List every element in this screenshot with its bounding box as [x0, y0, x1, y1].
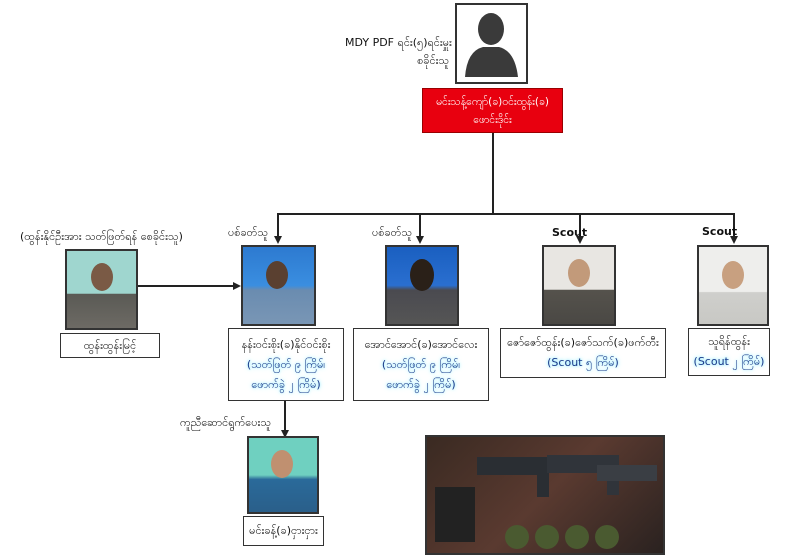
member-photo [241, 245, 316, 326]
seized-weapons-photo [425, 435, 665, 555]
connector-helper [284, 401, 286, 433]
member-name-box: သူရိန်ထွန်း (Scout ၂ ကြိမ်) [688, 328, 770, 376]
member-note: (Scout ၅ ကြိမ်) [547, 356, 619, 369]
connector-drop [277, 213, 279, 238]
role-label: ပစ်ခတ်သူ [372, 226, 412, 239]
connector-horizontal [277, 213, 735, 215]
arrow-down-icon [281, 430, 289, 438]
member-note: (သတ်ဖြတ် ၉ ကြိမ်၊ [381, 357, 461, 371]
connector-vertical [492, 133, 494, 214]
connector-drop [579, 213, 581, 238]
connector-drop [419, 213, 421, 238]
instigator-photo [65, 249, 138, 330]
role-label: ပစ်ခတ်သူ [228, 226, 268, 239]
member-note: ဖောက်ခွဲ ၂ ကြိမ်) [251, 377, 321, 391]
member-photo [542, 245, 616, 326]
instigator-name: ထွန်းထွန်းမြင့် [83, 338, 137, 352]
member-photo [385, 245, 459, 326]
arrow-down-icon [576, 236, 584, 244]
arrow-right-icon [233, 282, 241, 290]
member-note: ဖောက်ခွဲ ၂ ကြိမ်) [386, 377, 456, 391]
leader-name-box: မင်းသန့်ကျော်(ခ)ဝင်းထွန်း(ခ) ဖောင်းဒိုင်… [422, 88, 563, 133]
arrow-down-icon [416, 236, 424, 244]
member-name: သူရိန်ထွန်း [708, 335, 750, 348]
member-name: ဇော်ဇော်ထွန်း(ခ)ဇော်သက်(ခ)ဖက်တီး [507, 336, 659, 349]
helper-name: မင်းခန့်(ခ)ငှားငှား [249, 524, 318, 537]
leader-name-line2: ဖောင်းဒိုင်း [473, 113, 512, 126]
leader-silhouette-photo [455, 3, 528, 84]
arrow-down-icon [274, 236, 282, 244]
helper-photo [247, 436, 319, 514]
leader-caption: MDY PDF ရင်း(၅)ရင်းမှူး စခိုင်းသူ [345, 34, 452, 70]
member-name-box: အောင်အောင်(ခ)အောင်လေး (သတ်ဖြတ် ၉ ကြိမ်၊ … [353, 328, 489, 401]
helper-name-box: မင်းခန့်(ခ)ငှားငှား [243, 516, 324, 546]
arrow-down-icon [730, 236, 738, 244]
member-note: (Scout ၂ ကြိမ်) [693, 355, 765, 368]
member-note: (သတ်ဖြတ် ၉ ကြိမ်၊ [246, 357, 326, 371]
leader-name-line1: မင်းသန့်ကျော်(ခ)ဝင်းထွန်း(ခ) [436, 95, 549, 108]
member-name-box: နန်းဝင်းစိုး(ခ)နိုင်ဝင်းစိုး (သတ်ဖြတ် ၉ … [228, 328, 344, 401]
member-photo [697, 245, 769, 326]
connector-drop [733, 213, 735, 238]
member-name: အောင်အောင်(ခ)အောင်လေး [364, 337, 478, 351]
member-name-box: ဇော်ဇော်ထွန်း(ခ)ဇော်သက်(ခ)ဖက်တီး (Scout … [500, 328, 666, 378]
role-label: Scout [702, 225, 738, 238]
leader-caption-line2: စခိုင်းသူ [417, 54, 449, 67]
leader-caption-line1: MDY PDF ရင်း(၅)ရင်းမှူး [345, 36, 452, 49]
role-label: Scout [552, 226, 588, 239]
helper-role-label: ကူညီဆောင်ရွက်ပေးသူ [180, 416, 271, 429]
member-name: နန်းဝင်းစိုး(ခ)နိုင်ဝင်းစိုး [241, 337, 331, 351]
connector-instigator [138, 285, 234, 287]
instigator-caption: (ထွန်းနိုင်ဦးအား သတ်ဖြတ်ရန် စေခိုင်းသူ) [20, 230, 183, 243]
instigator-name-box: ထွန်းထွန်းမြင့် [60, 333, 160, 358]
